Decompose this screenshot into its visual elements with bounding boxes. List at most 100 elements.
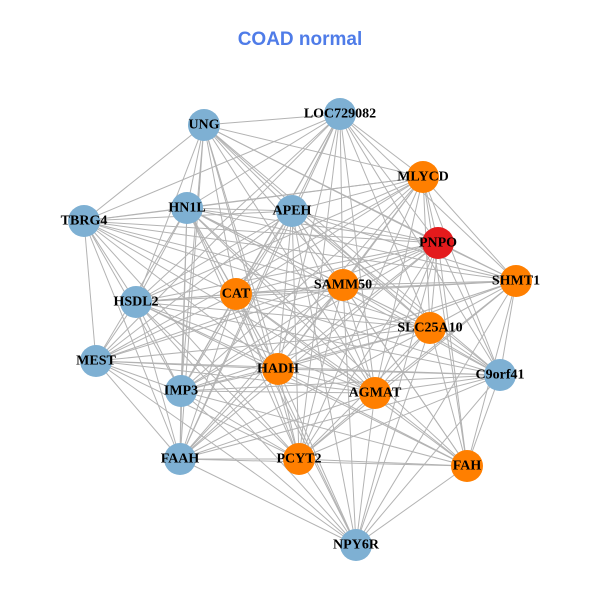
edge-AGMAT-PCYT2 — [298, 392, 376, 460]
node-label: PCYT2 — [276, 452, 321, 467]
edge-MEST-C9orf41 — [95, 360, 501, 376]
node-TBRG4[interactable]: TBRG4 — [61, 205, 108, 237]
edge-HADH-IMP3 — [180, 368, 279, 392]
node-label: PNPO — [419, 236, 457, 251]
node-label: HADH — [257, 362, 299, 377]
node-NPY6R[interactable]: NPY6R — [333, 529, 380, 561]
edge-LOC729082-TBRG4 — [83, 113, 341, 222]
edge-APEH-C9orf41 — [291, 210, 501, 376]
edge-HN1L-APEH — [186, 207, 293, 212]
edge-HSDL2-FAH — [135, 301, 468, 467]
edge-LOC729082-MEST — [95, 113, 341, 362]
node-circle[interactable] — [340, 529, 372, 561]
edge-TBRG4-PNPO — [83, 220, 439, 244]
edge-UNG-MLYCD — [203, 124, 424, 178]
node-MLYCD[interactable]: MLYCD — [397, 161, 449, 193]
edge-HADH-NPY6R — [277, 368, 357, 546]
node-PNPO[interactable]: PNPO — [419, 227, 457, 259]
node-circle[interactable] — [407, 161, 439, 193]
node-APEH[interactable]: APEH — [273, 195, 312, 227]
node-SLC25A10[interactable]: SLC25A10 — [397, 312, 463, 344]
node-FAAH[interactable]: FAAH — [161, 443, 200, 475]
edge-CAT-HSDL2 — [135, 293, 237, 303]
edge-C9orf41-NPY6R — [355, 374, 501, 546]
node-label: AGMAT — [349, 386, 402, 401]
edge-C9orf41-IMP3 — [180, 374, 501, 392]
node-circle[interactable] — [324, 98, 356, 130]
node-label: SHMT1 — [492, 274, 540, 289]
node-circle[interactable] — [451, 450, 483, 482]
node-label: NPY6R — [333, 538, 380, 553]
edge-MLYCD-FAH — [422, 176, 468, 467]
edge-MLYCD-C9orf41 — [422, 176, 501, 376]
node-circle[interactable] — [484, 359, 516, 391]
edge-UNG-IMP3 — [180, 124, 205, 392]
node-FAH[interactable]: FAH — [451, 450, 483, 482]
node-SHMT1[interactable]: SHMT1 — [492, 265, 540, 297]
edge-UNG-SHMT1 — [203, 124, 517, 282]
node-AGMAT[interactable]: AGMAT — [349, 377, 402, 409]
edge-SHMT1-PCYT2 — [298, 280, 517, 460]
edge-TBRG4-MEST — [83, 220, 97, 362]
node-C9orf41[interactable]: C9orf41 — [476, 359, 525, 391]
node-circle[interactable] — [414, 312, 446, 344]
edge-APEH-HSDL2 — [135, 210, 293, 303]
node-circle[interactable] — [120, 286, 152, 318]
node-circle[interactable] — [283, 443, 315, 475]
node-label: SLC25A10 — [397, 321, 462, 336]
edge-TBRG4-CAT — [83, 220, 237, 295]
edge-AGMAT-NPY6R — [355, 392, 376, 546]
edge-FAAH-FAH — [179, 458, 468, 467]
node-IMP3[interactable]: IMP3 — [164, 375, 198, 407]
edge-MEST-AGMAT — [95, 360, 376, 394]
edge-APEH-PNPO — [291, 210, 439, 244]
edge-IMP3-PCYT2 — [180, 390, 300, 460]
edge-SLC25A10-NPY6R — [355, 327, 431, 546]
node-circle[interactable] — [171, 192, 203, 224]
node-CAT[interactable]: CAT — [220, 278, 252, 310]
node-circle[interactable] — [276, 195, 308, 227]
node-label: C9orf41 — [476, 368, 525, 383]
node-circle[interactable] — [164, 443, 196, 475]
edge-MEST-NPY6R — [95, 360, 357, 546]
node-LOC729082[interactable]: LOC729082 — [304, 98, 376, 130]
edge-PNPO-NPY6R — [355, 242, 439, 546]
edge-SHMT1-SLC25A10 — [429, 280, 517, 329]
diagram-title: COAD normal — [237, 29, 363, 50]
node-circle[interactable] — [188, 109, 220, 141]
edge-PCYT2-NPY6R — [298, 458, 357, 546]
node-circle[interactable] — [422, 227, 454, 259]
node-circle[interactable] — [68, 205, 100, 237]
edge-FAH-NPY6R — [355, 465, 468, 546]
edge-TBRG4-PCYT2 — [83, 220, 300, 460]
node-PCYT2[interactable]: PCYT2 — [276, 443, 322, 475]
node-HN1L[interactable]: HN1L — [168, 192, 206, 224]
edge-APEH-FAAH — [179, 210, 293, 460]
edge-MLYCD-AGMAT — [374, 176, 424, 394]
edge-PNPO-CAT — [235, 242, 439, 295]
node-circle[interactable] — [220, 278, 252, 310]
edge-LOC729082-MLYCD — [339, 113, 424, 178]
edge-TBRG4-FAAH — [83, 220, 181, 460]
node-circle[interactable] — [359, 377, 391, 409]
node-UNG[interactable]: UNG — [188, 109, 220, 141]
node-circle[interactable] — [80, 345, 112, 377]
node-HSDL2[interactable]: HSDL2 — [113, 286, 159, 318]
node-circle[interactable] — [500, 265, 532, 297]
node-HADH[interactable]: HADH — [257, 353, 299, 385]
node-label: FAAH — [161, 452, 200, 467]
edge-MLYCD-SHMT1 — [422, 176, 517, 282]
node-label: MLYCD — [397, 170, 449, 185]
node-circle[interactable] — [165, 375, 197, 407]
edge-SAMM50-IMP3 — [180, 284, 344, 392]
node-SAMM50[interactable]: SAMM50 — [314, 269, 372, 301]
edge-UNG-HSDL2 — [135, 124, 205, 303]
edge-HADH-FAH — [277, 368, 468, 467]
node-circle[interactable] — [327, 269, 359, 301]
node-label: APEH — [273, 204, 312, 219]
node-MEST[interactable]: MEST — [76, 345, 116, 377]
edge-UNG-FAAH — [179, 124, 205, 460]
node-circle[interactable] — [262, 353, 294, 385]
edge-MEST-FAAH — [95, 360, 181, 460]
